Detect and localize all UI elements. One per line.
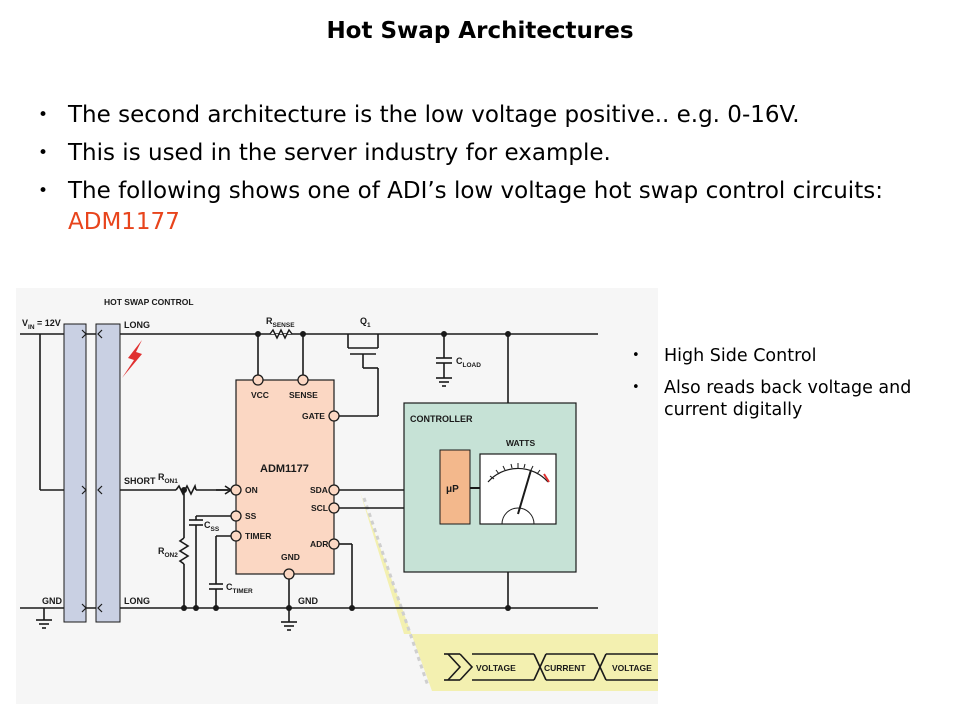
- rsense-subscript: SENSE: [273, 322, 296, 329]
- sense-resistor-zigzag: [269, 328, 293, 340]
- chip-name-label: ADM1177: [260, 463, 309, 475]
- meter-scale: [487, 467, 549, 483]
- q1-symbol: Q: [360, 316, 367, 326]
- slide-title: Hot Swap Architectures: [326, 18, 634, 44]
- bullet-text: This is used in the server industry for …: [68, 140, 611, 166]
- pin-on-label: ON: [245, 485, 258, 495]
- vin-symbol: V: [22, 318, 28, 328]
- connector-strip-left: [63, 323, 87, 623]
- css-label: CSS: [204, 520, 220, 533]
- connector-pins: [81, 329, 103, 613]
- ron1-label: RON1: [158, 472, 178, 485]
- bullet-text: The second architecture is the low volta…: [68, 102, 800, 128]
- bullet-icon: •: [632, 348, 640, 363]
- cload-subscript: LOAD: [463, 362, 482, 369]
- side-bullet-text: High Side Control: [664, 346, 817, 366]
- side-bullet-item: • Also reads back voltage and current dig…: [628, 377, 948, 421]
- ron2-subscript: ON2: [165, 552, 179, 559]
- hot-swap-control-label: HOT SWAP CONTROL: [104, 297, 194, 307]
- side-bullet-text: Also reads back voltage and current digi…: [664, 378, 912, 420]
- bullet-icon: •: [38, 105, 49, 125]
- side-bullet-item: • High Side Control: [628, 345, 948, 367]
- bullet-item: • The second architecture is the low volt…: [36, 100, 916, 131]
- bullet-item: • The following shows one of ADI’s low vo…: [36, 176, 916, 238]
- ctimer-label: CTIMER: [226, 582, 253, 595]
- hot-swap-circuit-diagram: HOT SWAP CONTROL VIN = 12V LONG SHORT LO…: [16, 288, 658, 704]
- q1-subscript: 1: [367, 322, 371, 329]
- pin-sense-label: SENSE: [289, 390, 318, 400]
- short-pin-label: SHORT: [124, 476, 156, 486]
- ground-icon: [36, 619, 52, 629]
- cload-symbol: C: [456, 356, 463, 366]
- on-resistor-network: [175, 483, 236, 608]
- meter-hub: [501, 507, 535, 525]
- rsense-symbol: R: [266, 316, 273, 326]
- ground-icon: [281, 574, 297, 631]
- pin-vcc-label: VCC: [251, 390, 269, 400]
- pin-scl-label: SCL: [311, 503, 328, 513]
- vin-label: VIN = 12V: [22, 318, 61, 331]
- gnd-left-label: GND: [42, 596, 63, 606]
- gnd-mid-label: GND: [298, 596, 319, 606]
- bullet-item: • This is used in the server industry for…: [36, 138, 916, 169]
- meter-needle: [517, 469, 532, 515]
- bullet-icon: •: [38, 181, 49, 201]
- ron2-symbol: R: [158, 546, 165, 556]
- pin-ss-label: SS: [245, 511, 257, 521]
- connector-strip-right: [95, 323, 121, 623]
- signal-zoom-callout: [360, 492, 658, 691]
- zoom-guide-line: [362, 497, 430, 687]
- css-subscript: SS: [211, 526, 220, 533]
- chip-pins: [230, 374, 340, 580]
- bullet-text: The following shows one of ADI’s low vol…: [68, 178, 883, 204]
- bullet-icon: •: [632, 380, 640, 395]
- adm1177-link[interactable]: ADM1177: [68, 209, 180, 235]
- pin-timer-label: TIMER: [245, 531, 271, 541]
- meter-redzone: [543, 473, 550, 483]
- pin-gnd-label: GND: [281, 552, 300, 562]
- microprocessor-block: [439, 449, 471, 525]
- ron2-label: RON2: [158, 546, 178, 559]
- meter-ticks: [489, 463, 541, 480]
- bus-waveform: [444, 653, 658, 681]
- side-bullet-list: • High Side Control • Also reads back volt…: [628, 345, 948, 431]
- ctimer-symbol: C: [226, 582, 233, 592]
- adm1177-chip: [235, 379, 335, 575]
- bullet-icon: •: [38, 143, 49, 163]
- ron1-subscript: ON1: [165, 478, 179, 485]
- sense-resistor: [257, 334, 304, 378]
- q1-label: Q1: [360, 316, 371, 329]
- long-pin-label-bottom: LONG: [124, 596, 150, 606]
- bus-label-voltage-1: VOLTAGE: [476, 663, 516, 673]
- vin-value: = 12V: [35, 318, 61, 328]
- spark-icon: [122, 340, 142, 378]
- mosfet-q1: [334, 334, 379, 417]
- pin-gate-label: GATE: [302, 411, 325, 421]
- watts-label: WATTS: [506, 438, 535, 448]
- pin-sda-label: SDA: [310, 485, 328, 495]
- cload-label: CLOAD: [456, 356, 481, 369]
- main-bullet-list: • The second architecture is the low volt…: [36, 100, 916, 245]
- ground-icon: [436, 334, 452, 387]
- ctimer-subscript: TIMER: [233, 588, 254, 595]
- controller-label: CONTROLLER: [410, 414, 473, 424]
- pin-adr-label: ADR: [310, 539, 328, 549]
- bus-label-current: CURRENT: [544, 663, 586, 673]
- long-pin-label-top: LONG: [124, 320, 150, 330]
- vin-subscript: IN: [28, 324, 35, 331]
- microprocessor-label: μP: [446, 484, 459, 495]
- css-symbol: C: [204, 520, 211, 530]
- bus-label-voltage-2: VOLTAGE: [612, 663, 652, 673]
- ron1-symbol: R: [158, 472, 165, 482]
- rsense-label: RSENSE: [266, 316, 295, 329]
